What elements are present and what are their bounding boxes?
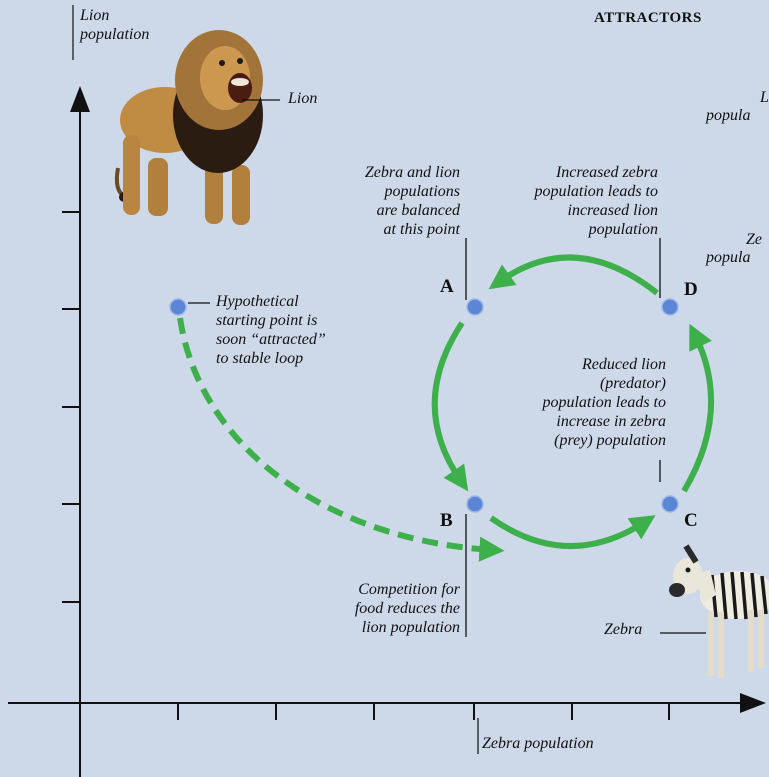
point-a-dot (467, 299, 483, 315)
point-c-label: C (684, 510, 698, 532)
reduced-lion-annotation: Reduced lion (predator) population leads… (470, 355, 666, 450)
cutoff-l: L (760, 88, 769, 107)
loop-arrow-d-to-a (499, 257, 657, 293)
zebra-illustration (669, 546, 769, 678)
loop-arrow-a-to-b (435, 323, 462, 481)
lion-label: Lion (288, 89, 317, 108)
point-c-dot (662, 496, 678, 512)
start-point-dot (170, 299, 186, 315)
point-a-label: A (440, 276, 454, 298)
increased-zebra-annotation: Increased zebra population leads to incr… (470, 163, 658, 239)
point-d-label: D (684, 279, 698, 301)
competition-annotation: Competition for food reduces the lion po… (300, 580, 460, 637)
point-d-dot (662, 299, 678, 315)
point-b-label: B (440, 510, 453, 532)
cutoff-popula-1: popula (706, 106, 750, 125)
y-axis-label: Lion population (80, 6, 149, 44)
cutoff-popula-2: popula (706, 248, 750, 267)
point-b-dot (467, 496, 483, 512)
loop-arrow-b-to-c (491, 518, 645, 546)
cutoff-ze: Ze (746, 230, 762, 249)
loop-arrow-c-to-d (684, 335, 711, 491)
balanced-annotation: Zebra and lion populations are balanced … (300, 163, 460, 239)
x-axis-arrowhead (740, 693, 766, 713)
y-ticks (62, 212, 80, 602)
hypothetical-annotation: Hypothetical starting point is soon “att… (216, 292, 326, 368)
lion-illustration (117, 30, 263, 225)
zebra-label: Zebra (604, 620, 642, 639)
x-ticks (178, 703, 669, 720)
y-axis-arrowhead (70, 86, 90, 112)
diagram-title: ATTRACTORS (594, 10, 702, 27)
x-axis-label: Zebra population (482, 734, 594, 753)
